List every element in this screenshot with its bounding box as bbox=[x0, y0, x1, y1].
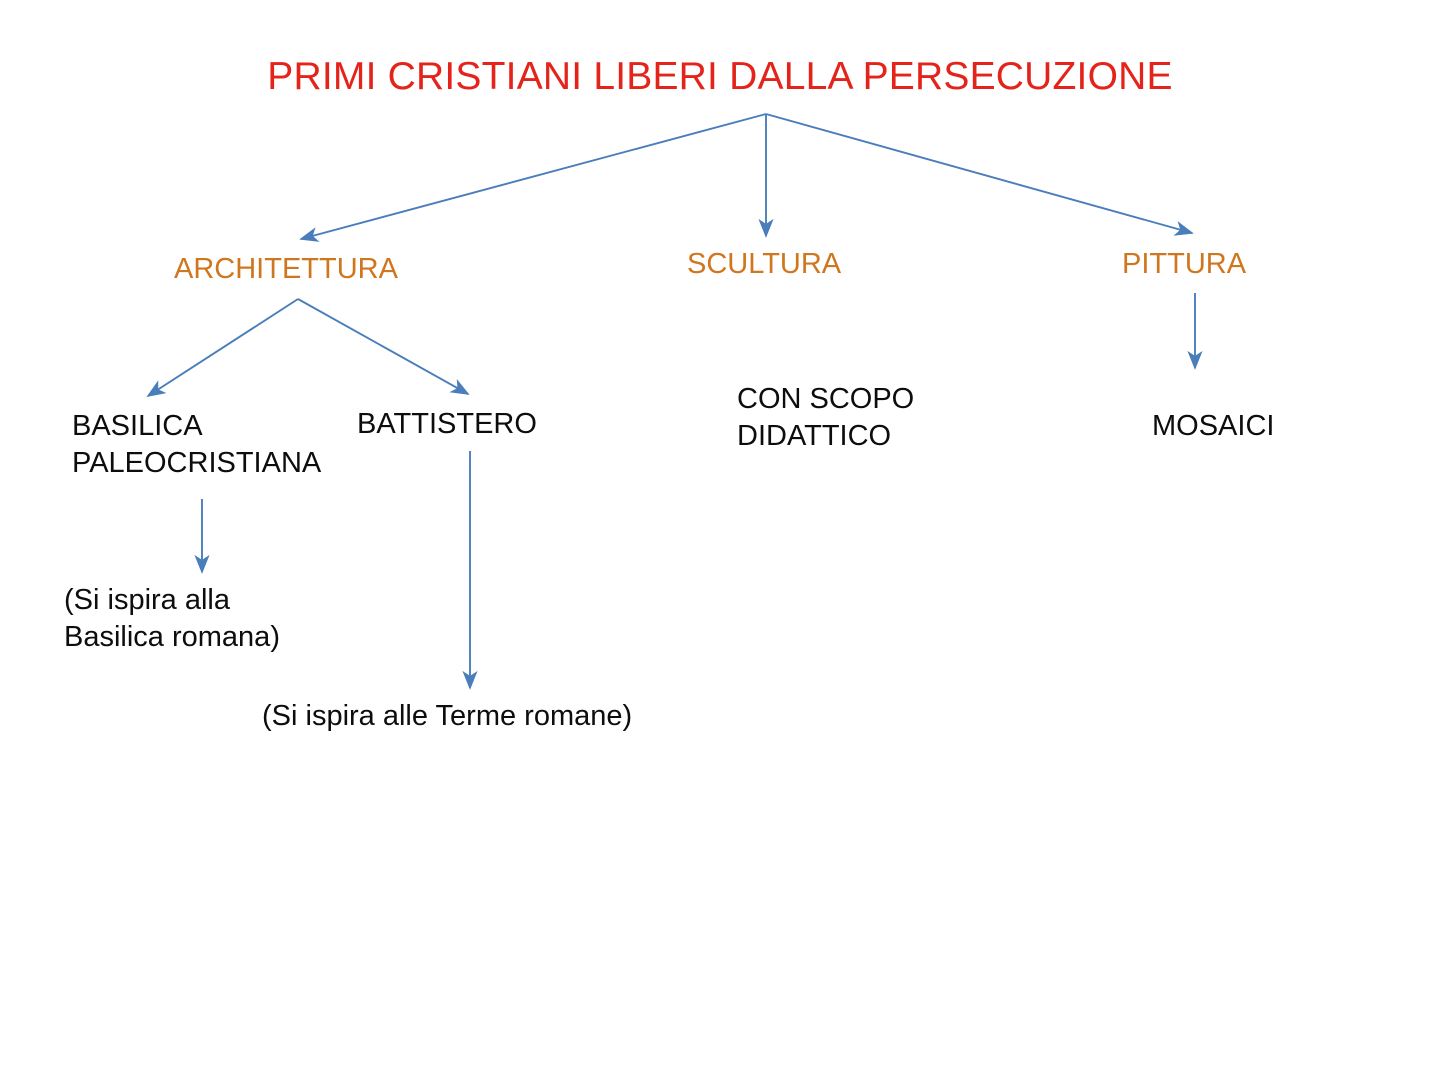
branch-node-architettura: ARCHITETTURA bbox=[174, 253, 398, 285]
leaf-node-battistero: BATTISTERO bbox=[357, 408, 537, 440]
leaf-node-basilica-paleocristiana: BASILICA PALEOCRISTIANA bbox=[72, 410, 322, 480]
branch-node-pittura: PITTURA bbox=[1122, 248, 1247, 280]
arrow-architettura-to-basilica bbox=[146, 298, 299, 398]
arrow-architettura-to-battistero bbox=[297, 298, 470, 395]
arrow-title-to-architettura bbox=[299, 113, 767, 242]
note-terme-romane: (Si ispira alle Terme romane) bbox=[262, 700, 633, 732]
arrow-title-to-pittura bbox=[765, 113, 1194, 236]
leaf-node-mosaici: MOSAICI bbox=[1152, 410, 1275, 442]
leaf-node-con-scopo-didattico: CON SCOPO DIDATTICO bbox=[737, 383, 915, 453]
note-basilica-romana: (Si ispira alla Basilica romana) bbox=[64, 584, 280, 654]
page-title: PRIMI CRISTIANI LIBERI DALLA PERSECUZION… bbox=[267, 55, 1173, 98]
branch-node-scultura: SCULTURA bbox=[687, 248, 842, 280]
